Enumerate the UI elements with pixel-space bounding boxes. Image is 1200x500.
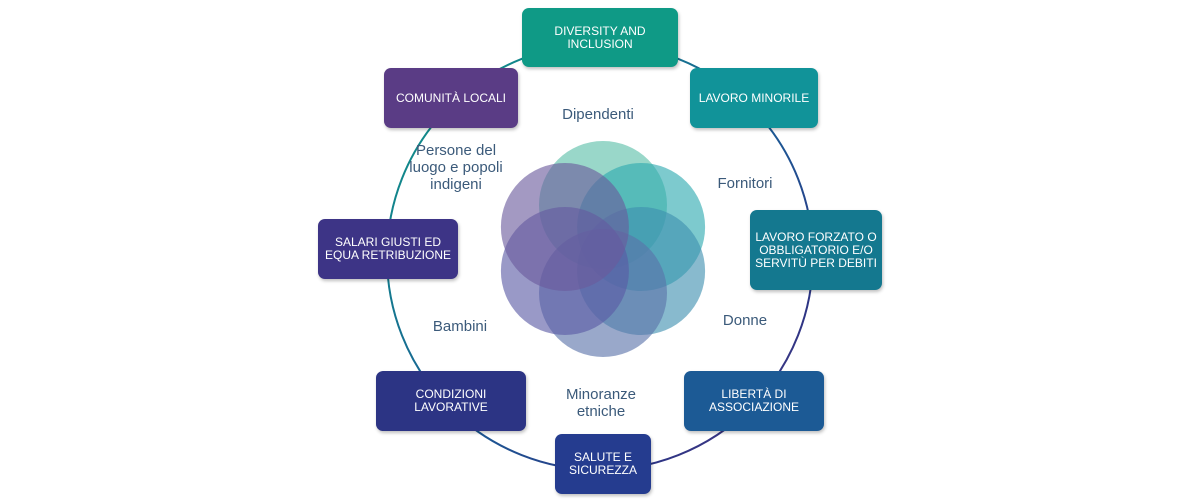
box-liberta-associazione: LIBERTÀ DI ASSOCIAZIONE bbox=[684, 371, 824, 431]
circle-top-left bbox=[500, 163, 629, 291]
box-lavoro-minorile: LAVORO MINORILE bbox=[690, 68, 818, 128]
box-salute-sicurezza: SALUTE E SICUREZZA bbox=[555, 434, 651, 494]
box-lavoro-forzato: LAVORO FORZATO O OBBLIGATORIO E/O SERVIT… bbox=[750, 210, 882, 290]
label-persone-indigeni: Persone del luogo e popoli indigeni bbox=[409, 142, 503, 193]
box-salari-giusti: SALARI GIUSTI ED EQUA RETRIBUZIONE bbox=[318, 219, 458, 279]
box-condizioni-lavorative: CONDIZIONI LAVORATIVE bbox=[376, 371, 526, 431]
label-dipendenti: Dipendenti bbox=[562, 106, 634, 123]
label-bambini: Bambini bbox=[432, 318, 488, 335]
box-comunita-locali: COMUNITÀ LOCALI bbox=[384, 68, 518, 128]
label-minoranze-etniche: Minoranze etniche bbox=[565, 386, 637, 420]
box-diversity-inclusion: DIVERSITY AND INCLUSION bbox=[522, 8, 678, 67]
stakeholder-flower bbox=[500, 141, 706, 357]
label-donne: Donne bbox=[722, 312, 768, 329]
label-fornitori: Fornitori bbox=[717, 175, 773, 192]
